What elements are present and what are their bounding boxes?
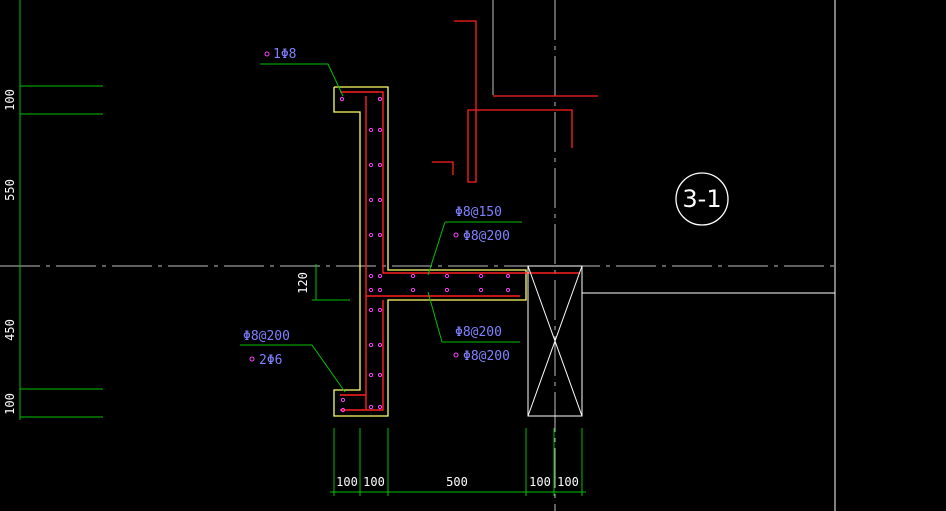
bottom-dimension-lines xyxy=(330,428,586,496)
dim-left-3: 450 xyxy=(3,319,17,341)
rebar-dot xyxy=(368,372,374,378)
rebar-dot xyxy=(368,273,374,279)
rebar-dot xyxy=(478,287,484,293)
rebar-dot xyxy=(377,197,383,203)
dim-slab-thickness: 120 xyxy=(296,272,310,294)
rebar-dot xyxy=(368,342,374,348)
beam-outline xyxy=(333,86,527,417)
rebar-dot xyxy=(377,342,383,348)
rebar-dot xyxy=(340,407,346,413)
rebar-dot xyxy=(377,232,383,238)
dim-bottom-2: 100 xyxy=(363,475,385,489)
leader-lines xyxy=(240,63,522,393)
label-bottom-left-1: Φ8@200 xyxy=(243,329,290,344)
left-dimension-lines xyxy=(20,85,103,418)
rebar-dot xyxy=(505,287,511,293)
rebar-dot xyxy=(339,96,345,102)
rebar-dot xyxy=(377,372,383,378)
rebar-lines xyxy=(340,91,580,411)
label-mid-bottom-1: Φ8@200 xyxy=(455,325,502,340)
label-mid-bottom-2: Φ8@200 xyxy=(463,349,510,364)
dim-left-2: 550 xyxy=(3,179,17,201)
upper-structure-lines xyxy=(432,20,598,183)
column-box xyxy=(527,265,583,417)
dim-left-1: 100 xyxy=(3,89,17,111)
rebar-dot xyxy=(377,127,383,133)
rebar-dot xyxy=(377,404,383,410)
rebar-dot xyxy=(368,197,374,203)
rebar-dot xyxy=(368,127,374,133)
label-mid-top-1: Φ8@150 xyxy=(455,205,502,220)
rebar-dot xyxy=(368,162,374,168)
rebar-dot xyxy=(505,273,511,279)
section-mark-circle xyxy=(675,172,729,226)
rebar-dot xyxy=(377,273,383,279)
label-mid-top-2: Φ8@200 xyxy=(463,229,510,244)
rebar-dot xyxy=(368,232,374,238)
rebar-dot xyxy=(377,307,383,313)
rebar-dot xyxy=(368,404,374,410)
slab-thickness-dimension xyxy=(312,264,350,301)
dim-bottom-3: 500 xyxy=(446,475,468,489)
rebar-dot xyxy=(377,287,383,293)
dim-bottom-1: 100 xyxy=(336,475,358,489)
rebar-dot xyxy=(410,287,416,293)
stirrup-dots xyxy=(339,96,511,413)
rebar-dot xyxy=(478,273,484,279)
rebar-dot xyxy=(368,287,374,293)
rebar-dot xyxy=(410,273,416,279)
label-bottom-left-2: 2Φ6 xyxy=(259,353,282,368)
dim-bottom-4: 100 xyxy=(529,475,551,489)
rebar-dot xyxy=(444,273,450,279)
section-mark-label: 3-1 xyxy=(682,185,721,213)
rebar-dot xyxy=(368,307,374,313)
label-top-bar: 1Φ8 xyxy=(273,47,296,62)
dim-bottom-5: 100 xyxy=(557,475,579,489)
rebar-dot xyxy=(377,96,383,102)
rebar-dot xyxy=(377,162,383,168)
dim-left-4: 100 xyxy=(3,393,17,415)
rebar-dot xyxy=(340,397,346,403)
rebar-dot xyxy=(444,287,450,293)
